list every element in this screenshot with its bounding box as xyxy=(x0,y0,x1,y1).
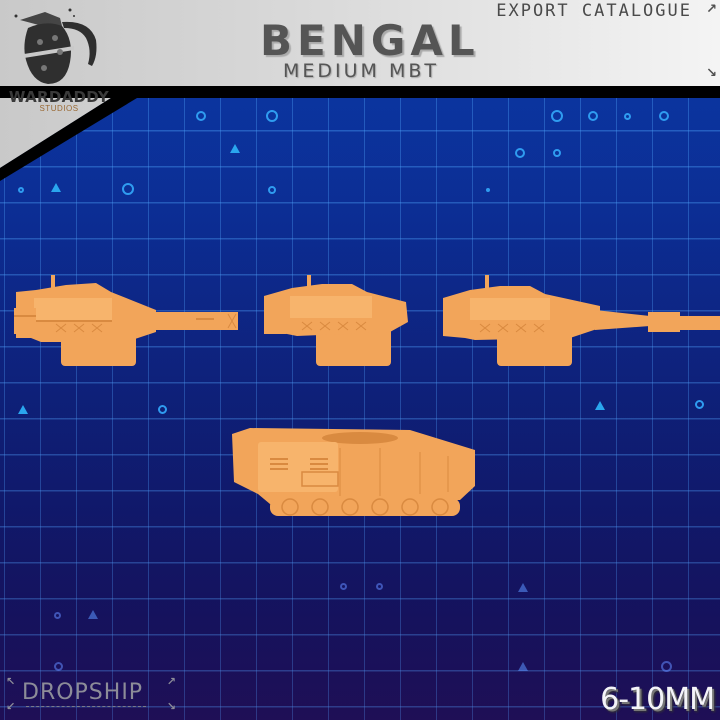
circle-marker-icon xyxy=(54,662,63,671)
triangle-marker-icon xyxy=(88,610,98,619)
triangle-marker-icon xyxy=(595,401,605,410)
circle-marker-icon xyxy=(659,111,669,121)
circle-marker-icon xyxy=(268,186,276,194)
dropship-logo: ↖ ↗ ↙ ↘ DROPSHIP xyxy=(6,676,176,712)
circle-marker-icon xyxy=(588,111,598,121)
triangle-marker-icon xyxy=(230,144,240,153)
turret-variant-2 xyxy=(264,275,408,366)
circle-marker-icon xyxy=(624,113,631,120)
circle-marker-icon xyxy=(266,110,278,122)
triangle-marker-icon xyxy=(518,662,528,671)
turret-variant-3 xyxy=(443,275,720,366)
corner-arrow-icon: ↖ xyxy=(6,675,16,688)
triangle-marker-icon xyxy=(518,583,528,592)
scale-label: 6-10MM xyxy=(600,682,715,717)
corner-arrow-icon: ↙ xyxy=(6,700,16,713)
circle-marker-icon xyxy=(376,583,383,590)
circle-marker-icon xyxy=(340,583,347,590)
turret-variant-1 xyxy=(14,275,238,366)
corner-arrow-icon: ↘ xyxy=(166,700,176,713)
corner-arrow-icon: ↗ xyxy=(166,675,176,688)
publisher-name: DROPSHIP xyxy=(22,680,144,705)
circle-marker-icon xyxy=(196,111,206,121)
triangle-marker-icon xyxy=(51,183,61,192)
circle-marker-icon xyxy=(551,110,563,122)
divider xyxy=(26,706,146,707)
circle-marker-icon xyxy=(661,661,672,672)
circle-marker-icon xyxy=(695,400,704,409)
circle-marker-icon xyxy=(54,612,61,619)
triangle-marker-icon xyxy=(18,405,28,414)
dot-marker-icon xyxy=(486,188,490,192)
circle-marker-icon xyxy=(515,148,525,158)
circle-marker-icon xyxy=(158,405,167,414)
hull xyxy=(232,428,475,516)
circle-marker-icon xyxy=(553,149,561,157)
circle-marker-icon xyxy=(122,183,134,195)
circle-marker-icon xyxy=(18,187,24,193)
